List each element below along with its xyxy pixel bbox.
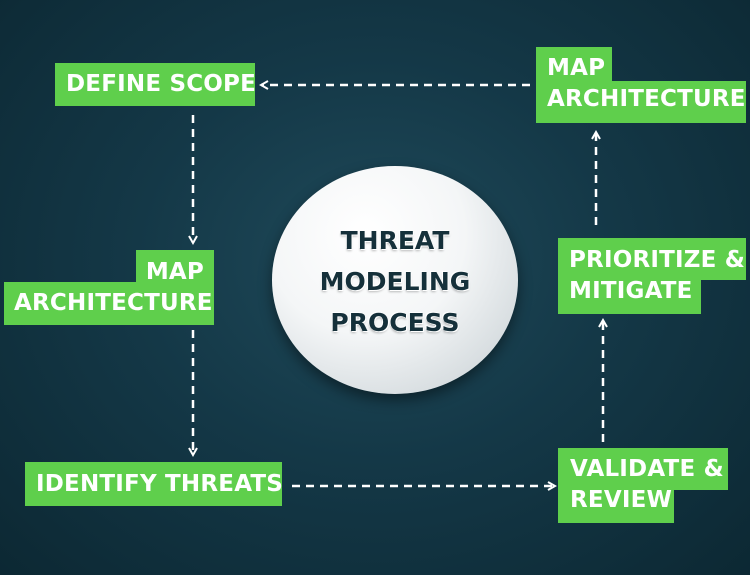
center-sphere: THREAT MODELING PROCESS bbox=[272, 166, 518, 394]
node-map-architecture-left: MAP ARCHITECTURE bbox=[4, 250, 214, 325]
node-label-line-1: MAP bbox=[547, 55, 606, 81]
node-label-line-1: PRIORITIZE & bbox=[569, 247, 746, 273]
node-label-line-2: ARCHITECTURE bbox=[14, 290, 213, 316]
node-map-architecture-right: MAP ARCHITECTURE bbox=[536, 47, 746, 123]
center-title-line-2: MODELING bbox=[319, 267, 471, 296]
node-label: IDENTIFY THREATS bbox=[36, 471, 284, 497]
node-validate-review: VALIDATE & REVIEW bbox=[558, 448, 728, 523]
center-title-line-3: PROCESS bbox=[330, 308, 460, 337]
node-label-line-2: REVIEW bbox=[570, 487, 673, 513]
node-label-line-1: MAP bbox=[145, 259, 204, 285]
node-label-line-2: ARCHITECTURE bbox=[547, 86, 746, 112]
center-title-line-1: THREAT bbox=[340, 226, 450, 255]
node-label-line-2: MITIGATE bbox=[569, 278, 693, 304]
node-prioritize-mitigate: PRIORITIZE & MITIGATE bbox=[558, 238, 746, 314]
node-label-line-1: VALIDATE & bbox=[570, 456, 724, 482]
node-identify-threats: IDENTIFY THREATS bbox=[25, 462, 284, 506]
node-define-scope: DEFINE SCOPE bbox=[55, 63, 257, 106]
center-title: THREAT MODELING PROCESS bbox=[272, 220, 518, 343]
node-label: DEFINE SCOPE bbox=[66, 71, 257, 97]
